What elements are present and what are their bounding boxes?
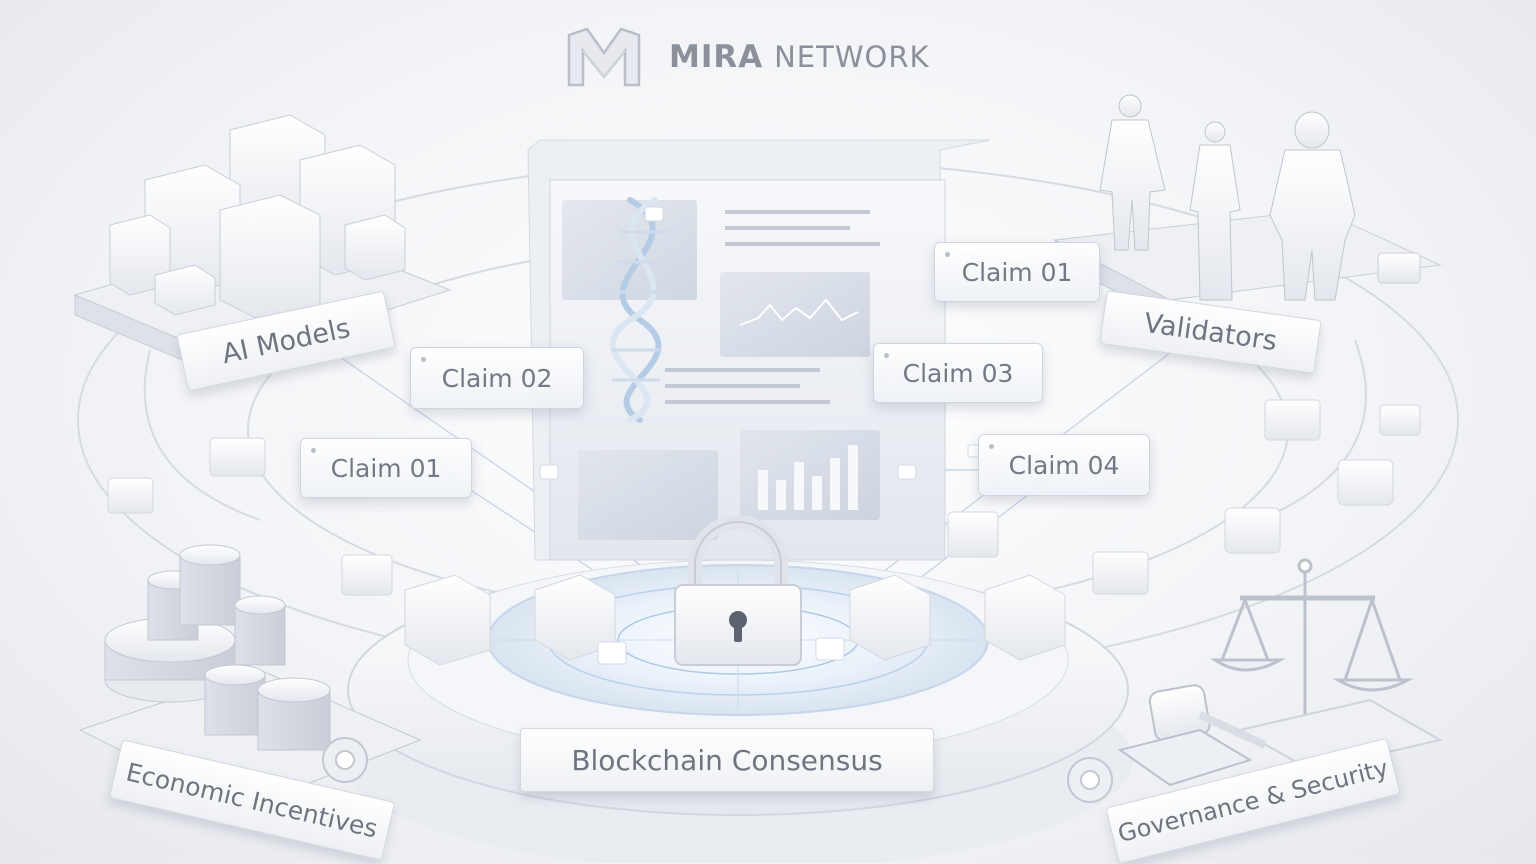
claim-text: Claim 01: [962, 258, 1073, 287]
claim-card-left: Claim 01: [300, 438, 472, 498]
label-validators-text: Validators: [1142, 307, 1279, 356]
label-blockchain-consensus-text: Blockchain Consensus: [571, 744, 882, 777]
claim-card-03: Claim 03: [873, 343, 1043, 403]
gavel-icon: [1120, 684, 1265, 785]
claim-text: Claim 03: [903, 359, 1014, 388]
brand-name-light: NETWORK: [774, 40, 929, 74]
claim-text: Claim 04: [1009, 451, 1120, 480]
claim-card-04: Claim 04: [978, 434, 1150, 496]
claim-text: Claim 01: [331, 454, 442, 483]
label-blockchain-consensus: Blockchain Consensus: [520, 728, 934, 792]
brand-name: MIRA NETWORK: [669, 39, 930, 75]
brand-header: MIRA NETWORK: [565, 22, 930, 92]
claim-card-02: Claim 02: [410, 347, 584, 409]
brand-name-bold: MIRA: [669, 39, 763, 75]
claim-card-top-right: Claim 01: [934, 242, 1100, 302]
mira-logo-icon: [565, 25, 643, 89]
claim-text: Claim 02: [442, 364, 553, 393]
